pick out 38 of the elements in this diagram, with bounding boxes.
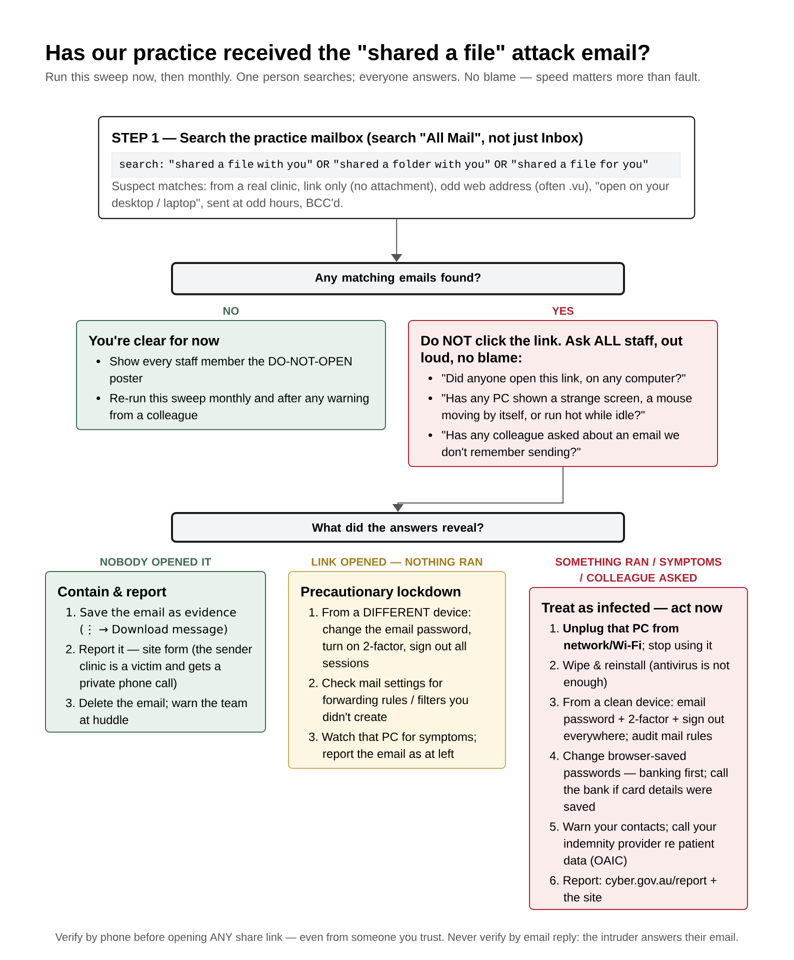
search-code-block: search: "shared a file with you" OR "shared a folder with you" OR "shared a file for you" [111, 152, 681, 178]
box-heading: Do NOT click the link. Ask ALL staff, out loud, no blame: [421, 335, 682, 365]
list-item: 5. Warn your contacts; call your indemnity provider re patient data (OAIC) [550, 822, 716, 867]
list-item: 6. Report: cyber.gov.au/report + the site [550, 876, 716, 902]
list-item: 4. Change browser-saved passwords — banking first; call the bank if card details were saved [550, 751, 728, 811]
list-item: 1. Save the email as evidence (⋮ → Download message) [66, 608, 236, 636]
list-item: 1. From a DIFFERENT device: change the email password, turn on 2-factor, sign out all sessions [309, 608, 470, 668]
decision-box [171, 512, 625, 543]
list-item: 2. Report it — site form (the sender clinic is a victim and gets a private phone call) [66, 644, 252, 690]
footer-note: Verify by phone before opening ANY share link — even from someone you trust. Never verify by email reply: the intruder answers their email. [55, 932, 738, 944]
decision-box [171, 262, 625, 296]
box-heading: Precautionary lockdown [301, 586, 460, 600]
branch-label: LINK OPENED — NOTHING RAN [312, 558, 482, 566]
branch-label: YES [552, 307, 574, 315]
list-item: "Did anyone open this link, on any computer?" [428, 374, 686, 385]
decision-question: Any matching emails found? [315, 273, 480, 284]
list-item: 3. Delete the email; warn the team at huddle [66, 698, 247, 724]
box-heading: You're clear for now [88, 335, 220, 346]
list-item: 3. From a clean device: email password + 2-factor + sign out everywhere; audit mail rules [550, 697, 724, 742]
list-item: 2. Wipe & reinstall (antivirus is not enough) [550, 660, 730, 689]
step-heading: STEP 1 — Search the practice mailbox (search "All Mail", not just Inbox) [112, 132, 582, 146]
branch-label: NOBODY OPENED IT [100, 558, 212, 566]
decision-question: What did the answers reveal? [312, 523, 484, 532]
subtitle: Run this sweep now, then monthly. One person searches; everyone answers. No blame — speed matters more than fault. [46, 72, 700, 84]
title: Has our practice received the "shared a file" attack email? [46, 44, 650, 65]
box-heading: Contain & report [58, 586, 166, 600]
list-item: Show every staff member the DO-NOT-OPEN poster [96, 356, 352, 385]
list-item: "Has any colleague asked about an email we don't remember sending?" [428, 430, 680, 459]
list-item: Re-run this sweep monthly and after any warning from a colleague [96, 394, 368, 422]
list-item: 3. Watch that PC for symptoms; report the email as at left [308, 732, 476, 760]
list-item: "Has any PC shown a strange screen, a mouse moving by itself, or run hot while idle?" [428, 394, 692, 422]
list-item: 1. Unplug that PC from network/Wi-Fi; stop using it [550, 624, 712, 652]
box-heading: Treat as infected — act now [542, 602, 722, 613]
branch-label: SOMETHING RAN / SYMPTOMS / COLLEAGUE ASKED [556, 558, 722, 582]
branch-label: NO [224, 307, 239, 315]
note-text: Suspect matches: from a real clinic, link only (no attachment), odd web address (often .vu), "open on your desktop / laptop", sent at odd hours, BCC'd. [112, 181, 670, 210]
list-item: 2. Check mail settings for forwarding rules / filters you didn't create [309, 678, 468, 722]
step-box [98, 116, 696, 220]
